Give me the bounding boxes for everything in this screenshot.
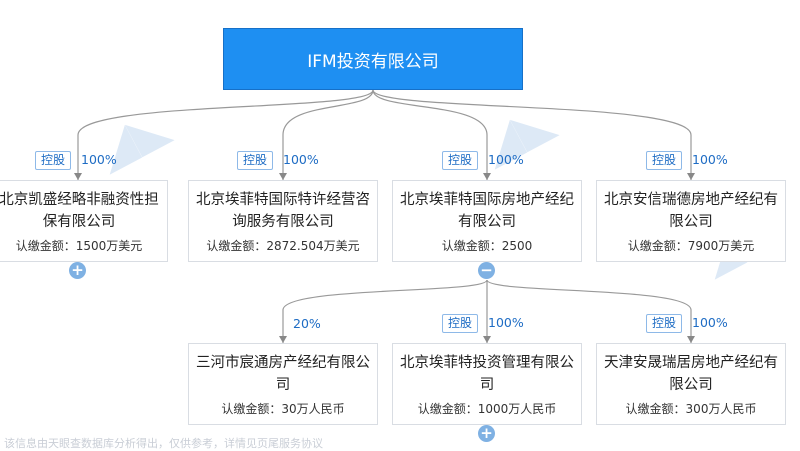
company-node[interactable]: 北京埃菲特国际房地产经纪有限公司 认缴金额：2500 <box>392 180 582 262</box>
holding-tag: 控股 <box>237 151 274 170</box>
share-percent: 20% <box>293 316 321 331</box>
holding-tag: 控股 <box>442 314 479 333</box>
subscribed-amount: 认缴金额：2872.504万美元 <box>206 239 360 253</box>
company-node[interactable]: 天津安晟瑞居房地产经纪有限公司 认缴金额：300万人民币 <box>596 343 786 425</box>
company-node[interactable]: 三河市宸通房产经纪有限公司 认缴金额：30万人民币 <box>188 343 378 425</box>
share-percent: 100% <box>81 152 117 167</box>
connector-line <box>282 89 374 180</box>
company-name: 北京埃菲特国际房地产经纪有限公司 <box>400 192 574 230</box>
company-name: 北京埃菲特投资管理有限公司 <box>400 355 574 393</box>
connector-line <box>372 89 488 180</box>
subscribed-amount: 认缴金额：1000万人民币 <box>417 402 557 416</box>
share-percent: 100% <box>488 152 524 167</box>
holding-tag: 控股 <box>646 314 683 333</box>
holding-tag: 控股 <box>646 151 683 170</box>
company-node[interactable]: 北京埃菲特投资管理有限公司 认缴金额：1000万人民币 <box>392 343 582 425</box>
share-percent: 100% <box>283 152 319 167</box>
company-node[interactable]: 北京凯盛经略非融资性担保有限公司 认缴金额：1500万美元 <box>0 180 168 262</box>
subscribed-amount: 认缴金额：2500 <box>441 239 533 253</box>
company-name: 北京埃菲特国际特许经营咨询服务有限公司 <box>196 192 370 230</box>
arrowhead <box>279 173 287 180</box>
expand-icon[interactable]: + <box>478 425 495 442</box>
arrowhead <box>687 173 695 180</box>
connector-line <box>372 89 692 180</box>
edge-label: 控股 100% <box>646 314 728 333</box>
edge-label: 控股 100% <box>35 151 117 170</box>
holding-tag: 控股 <box>442 151 479 170</box>
company-name: 天津安晟瑞居房地产经纪有限公司 <box>604 355 778 393</box>
holding-tag: 控股 <box>35 151 72 170</box>
company-name: 北京凯盛经略非融资性担保有限公司 <box>0 192 159 230</box>
company-node[interactable]: 北京埃菲特国际特许经营咨询服务有限公司 认缴金额：2872.504万美元 <box>188 180 378 262</box>
disclaimer-text: 该信息由天眼查数据库分析得出，仅供参考，详情见页尾服务协议 <box>4 437 323 450</box>
arrowhead <box>74 173 82 180</box>
arrowhead <box>279 336 287 343</box>
share-percent: 100% <box>692 152 728 167</box>
subscribed-amount: 认缴金额：7900万美元 <box>627 239 755 253</box>
subscribed-amount: 认缴金额：30万人民币 <box>221 402 345 416</box>
connector-line <box>77 89 374 180</box>
edge-label: 控股 100% <box>442 151 524 170</box>
connector-line <box>282 279 488 343</box>
company-name: 北京安信瑞德房地产经纪有限公司 <box>604 192 778 230</box>
arrowhead <box>483 336 491 343</box>
arrowhead <box>687 336 695 343</box>
edge-label: 控股 100% <box>237 151 319 170</box>
subscribed-amount: 认缴金额：1500万美元 <box>15 239 143 253</box>
edge-label: 控股 100% <box>442 314 524 333</box>
share-percent: 100% <box>488 315 524 330</box>
company-node[interactable]: 北京安信瑞德房地产经纪有限公司 认缴金额：7900万美元 <box>596 180 786 262</box>
arrowhead <box>483 173 491 180</box>
expand-icon[interactable]: + <box>69 262 86 279</box>
edge-label: 控股 100% <box>646 151 728 170</box>
root-company-node[interactable]: IFM投资有限公司 <box>223 28 523 90</box>
share-percent: 100% <box>692 315 728 330</box>
connector-line <box>486 279 692 343</box>
company-name: 三河市宸通房产经纪有限公司 <box>196 355 370 393</box>
collapse-icon[interactable]: − <box>478 262 495 279</box>
root-company-name: IFM投资有限公司 <box>307 51 439 72</box>
subscribed-amount: 认缴金额：300万人民币 <box>625 402 757 416</box>
